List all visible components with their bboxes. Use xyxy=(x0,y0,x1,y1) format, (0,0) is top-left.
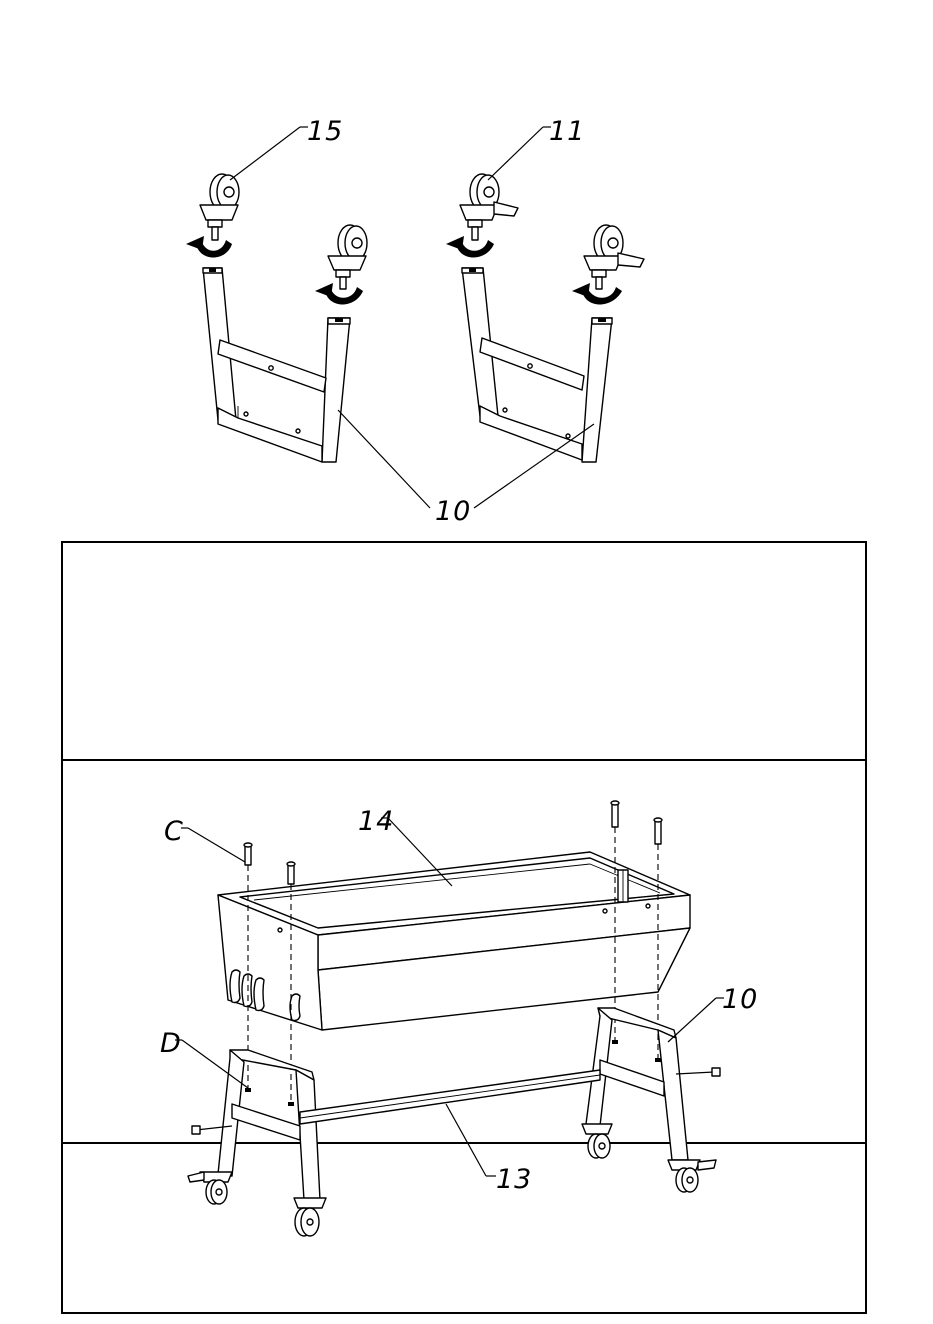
caster-11-b xyxy=(584,225,644,289)
caster-bottom-a xyxy=(188,1172,232,1204)
rotate-arrow-icon xyxy=(186,236,622,305)
caster-15-b xyxy=(328,225,367,289)
callout-11: 11 xyxy=(549,116,585,147)
callout-15: 15 xyxy=(307,116,343,147)
callout-d: D xyxy=(160,1028,182,1059)
callout-14: 14 xyxy=(358,806,394,837)
caster-11-a xyxy=(460,174,518,240)
instruction-box-1 xyxy=(62,542,866,760)
callout-10-bottom: 10 xyxy=(722,984,758,1015)
caster-bottom-b xyxy=(294,1198,326,1236)
callout-c: C xyxy=(164,816,184,847)
crossbar xyxy=(300,1070,600,1124)
callout-13: 13 xyxy=(496,1164,532,1195)
callout-10-top: 10 xyxy=(435,496,471,527)
instruction-box-3 xyxy=(62,1143,866,1313)
caster-bottom-d xyxy=(668,1160,716,1192)
caster-15-a xyxy=(200,174,239,240)
caster-bottom-c xyxy=(582,1124,612,1158)
